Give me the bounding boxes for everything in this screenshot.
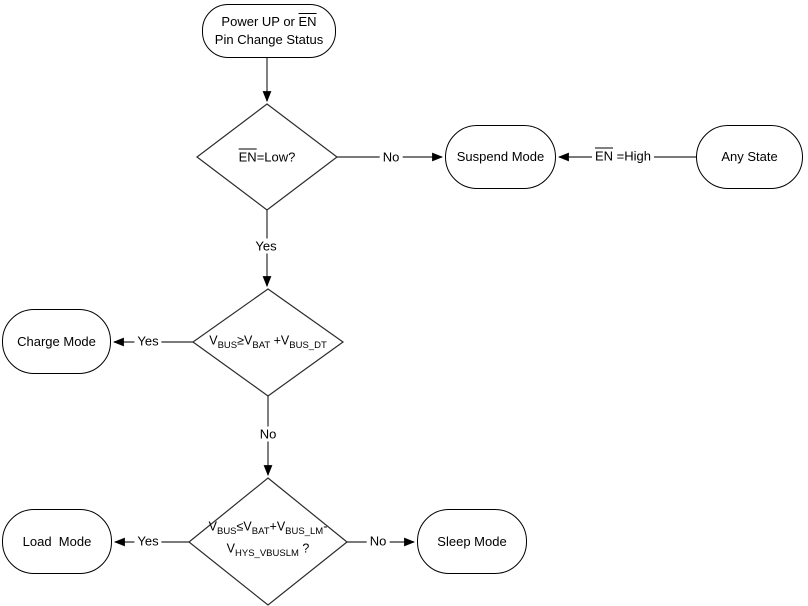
formula-text: V [209, 333, 218, 348]
edge-label-yes-load: Yes [134, 533, 162, 549]
formula-operator: + [269, 519, 277, 534]
node-charge-mode: Charge Mode [2, 309, 111, 374]
formula-subscript: BUS_DT [289, 339, 327, 351]
formula-line2: VHYS_VBUSLM ? [209, 540, 328, 562]
edge-label-no-sleep: No [366, 533, 390, 549]
decision-vbus-charge-diamond [191, 288, 345, 397]
decision-en-low-diamond [196, 103, 338, 211]
formula-line1: VBUS≤VBAT+VBUS_LM- [209, 519, 328, 541]
node-suspend-mode: Suspend Mode [445, 125, 556, 189]
formula-subscript: BUS [217, 339, 238, 351]
formula-question: ? [298, 541, 310, 555]
en-overline-text: EN [238, 149, 257, 165]
decision-vbus-load-diamond [188, 477, 348, 606]
formula-text: V [243, 519, 252, 534]
formula-subscript: BAT [251, 526, 270, 537]
formula-minus: - [323, 519, 328, 534]
formula-subscript: BAT [252, 339, 271, 351]
start-label-line2: Pin Change Status [214, 32, 324, 47]
any-state-label: Any State [721, 149, 778, 164]
formula-text: V [226, 541, 236, 555]
edge-label-en-high: EN =High [591, 148, 655, 164]
edge-label-yes-enlow: Yes [252, 238, 280, 254]
node-power-up-label: Power UP or EN Pin Change Status [215, 13, 323, 49]
node-any-state: Any State [696, 125, 803, 189]
load-mode-label: Load Mode [22, 533, 92, 549]
edge-label-yes-charge: Yes [134, 333, 162, 349]
formula-text: V [280, 333, 290, 348]
node-load-mode: Load Mode [2, 509, 112, 574]
node-sleep-mode: Sleep Mode [417, 509, 527, 574]
edge-label-no-vbuscharge: No [256, 426, 280, 442]
decision-vbus-load-label: VBUS≤VBAT+VBUS_LM- VHYS_VBUSLM ? [209, 519, 328, 562]
node-power-up-or-en-pin-change: Power UP or EN Pin Change Status [202, 4, 336, 58]
start-label-text: Power UP or [221, 14, 299, 29]
formula-operator: + [270, 333, 281, 348]
formula-subscript: BUS [216, 526, 237, 537]
formula-subscript: BUS_LM [285, 526, 324, 537]
en-low-question-text: =Low? [256, 149, 296, 165]
formula-text: V [208, 519, 217, 534]
formula-operator: ≥ [237, 333, 245, 348]
en-high-text: =High [613, 148, 652, 164]
suspend-mode-label: Suspend Mode [456, 149, 545, 164]
formula-text: V [244, 333, 253, 348]
formula-text: V [276, 519, 286, 534]
decision-en-low-label: EN=Low? [239, 150, 296, 165]
formula-operator: ≤ [236, 519, 244, 534]
formula-subscript: HYS_VBUSLM [235, 547, 299, 559]
decision-vbus-charge-label: VBUS≥VBAT +VBUS_DT [209, 333, 327, 351]
en-overline-text: EN [594, 148, 614, 164]
edge-label-no-suspend: No [379, 149, 403, 165]
charge-mode-label: Charge Mode [17, 333, 96, 349]
sleep-mode-label: Sleep Mode [437, 533, 507, 549]
en-overline-text: EN [298, 14, 317, 29]
